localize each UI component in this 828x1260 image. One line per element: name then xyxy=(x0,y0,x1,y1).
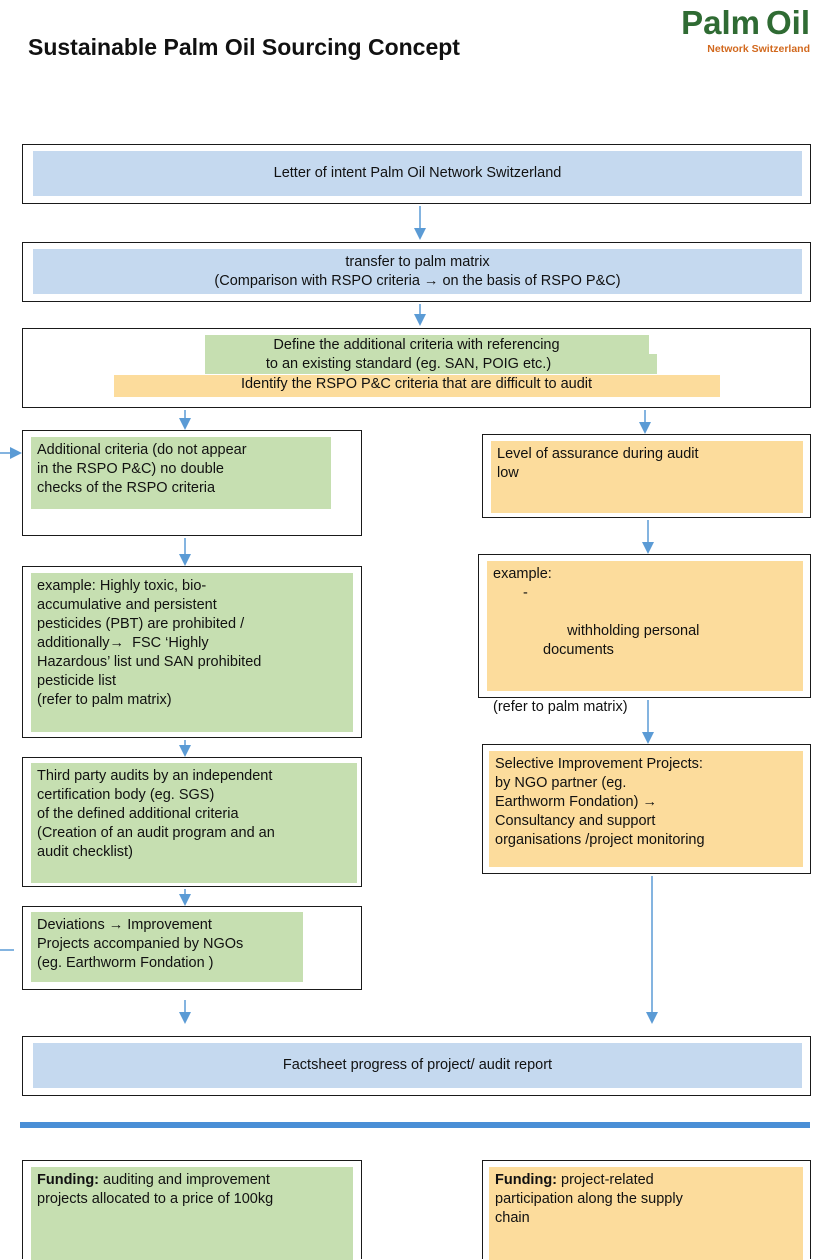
example-reference: (refer to palm matrix) xyxy=(493,699,628,715)
define-highlight-2 xyxy=(205,354,657,374)
pesticide-example-text: example: Highly toxic, bio- accumulative… xyxy=(31,573,353,732)
identify-highlight xyxy=(114,375,720,397)
pesticide-example-box: example: Highly toxic, bio- accumulative… xyxy=(22,566,362,738)
example-bullet-item: - withholding personal documents xyxy=(513,584,797,679)
selective-improvement-text: Selective Improvement Projects: by NGO p… xyxy=(489,751,803,867)
additional-criteria-text: Additional criteria (do not appear in th… xyxy=(31,437,331,509)
deviations-box: Deviations → Improvement Projects accomp… xyxy=(22,906,362,990)
level-of-assurance-box: Level of assurance during audit low xyxy=(482,434,811,518)
logo-word-palm: Palm xyxy=(681,4,760,41)
transfer-band: transfer to palm matrix (Comparison with… xyxy=(33,249,802,294)
level-of-assurance-text: Level of assurance during audit low xyxy=(491,441,803,513)
transfer-to-palm-matrix-box: transfer to palm matrix (Comparison with… xyxy=(22,242,811,302)
define-criteria-box: Define the additional criteria with refe… xyxy=(22,328,811,408)
transfer-line-1: transfer to palm matrix xyxy=(345,253,490,270)
funding-right-text: project-related participation along the … xyxy=(495,1172,683,1226)
letter-of-intent-band: Letter of intent Palm Oil Network Switze… xyxy=(33,151,802,196)
selective-improvement-box: Selective Improvement Projects: by NGO p… xyxy=(482,744,811,874)
funding-left-label: Funding: xyxy=(37,1172,100,1188)
factsheet-box: Factsheet progress of project/ audit rep… xyxy=(22,1036,811,1096)
funding-right-box: Funding: project-related participation a… xyxy=(482,1160,811,1260)
define-line-2: to an existing standard (eg. SAN, POIG e… xyxy=(265,356,552,372)
factsheet-text: Factsheet progress of project/ audit rep… xyxy=(282,1057,553,1073)
example-bullet-text: withholding personal documents xyxy=(543,623,700,658)
funding-right-label: Funding: xyxy=(495,1172,558,1188)
funding-left-box: Funding: auditing and improvement projec… xyxy=(22,1160,362,1260)
funding-left-fill: Funding: auditing and improvement projec… xyxy=(31,1167,353,1260)
example-label: example: xyxy=(493,566,552,582)
bullet-dash: - xyxy=(523,585,528,601)
define-highlight-1 xyxy=(205,335,649,354)
logo-word-oil: Oil xyxy=(765,4,810,41)
deviations-text: Deviations → Improvement Projects accomp… xyxy=(31,912,303,982)
page-title: Sustainable Palm Oil Sourcing Concept xyxy=(28,34,460,60)
letter-of-intent-text: Letter of intent Palm Oil Network Switze… xyxy=(273,165,562,181)
third-party-audits-text: Third party audits by an independent cer… xyxy=(31,763,357,883)
transfer-line-2: (Comparison with RSPO criteria → on the … xyxy=(214,272,621,289)
withholding-example-fill: example: - withholding personal document… xyxy=(487,561,803,715)
letter-of-intent-box: Letter of intent Palm Oil Network Switze… xyxy=(22,144,811,204)
define-line-1: Define the additional criteria with refe… xyxy=(273,337,560,353)
additional-criteria-box: Additional criteria (do not appear in th… xyxy=(22,430,362,536)
funding-left-text: auditing and improvement projects alloca… xyxy=(37,1172,274,1207)
withholding-example-box: example: - withholding personal document… xyxy=(478,554,811,715)
third-party-audits-box: Third party audits by an independent cer… xyxy=(22,757,362,887)
identify-line: Identify the RSPO P&C criteria that are … xyxy=(240,376,593,392)
factsheet-band: Factsheet progress of project/ audit rep… xyxy=(33,1043,802,1088)
section-separator xyxy=(20,1122,810,1128)
funding-right-fill: Funding: project-related participation a… xyxy=(489,1167,803,1260)
logo-subtitle: Network Switzerland xyxy=(707,43,810,55)
